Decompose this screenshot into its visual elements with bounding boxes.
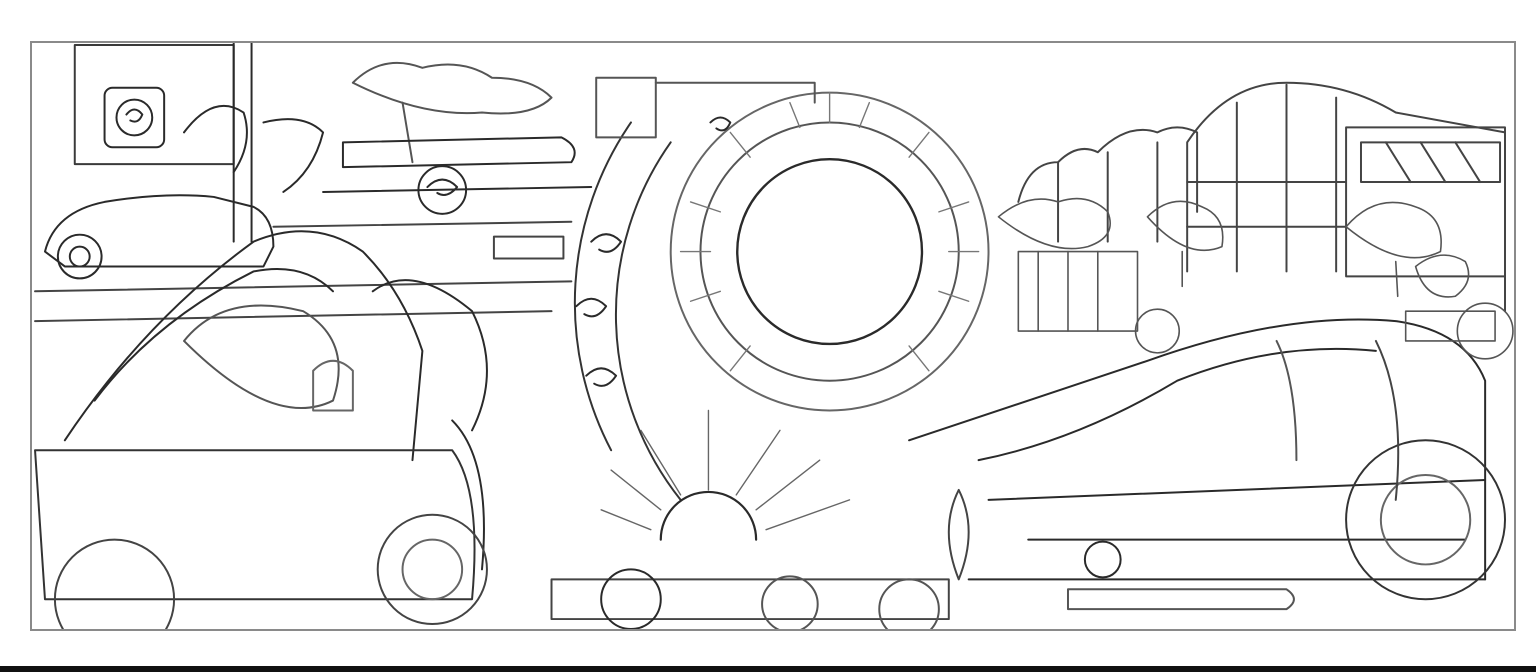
bottom-edge-bar — [0, 666, 1536, 672]
trees-right — [997, 197, 1470, 298]
sun-wheel — [573, 76, 990, 501]
retro-car-left — [43, 104, 325, 280]
road-lines — [34, 220, 573, 323]
line-art-illustration — [34, 43, 1514, 629]
sunrise-burst — [550, 409, 950, 629]
greenhouse — [1017, 81, 1506, 313]
sports-car-right — [908, 318, 1506, 611]
tree-top-center — [351, 61, 553, 164]
left-building — [73, 43, 253, 243]
carriage-right — [1017, 250, 1514, 360]
small-car-top-center — [322, 136, 593, 215]
sports-car-left — [34, 230, 488, 629]
artwork-frame — [30, 41, 1516, 631]
